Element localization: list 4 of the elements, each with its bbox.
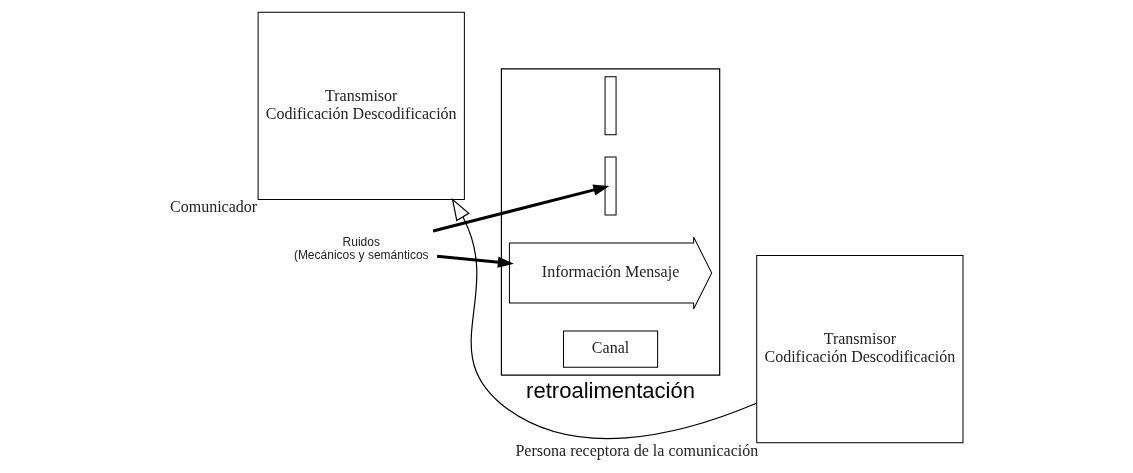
node-label: Comunicador — [170, 198, 258, 216]
edge-label: retroalimentación — [526, 377, 695, 403]
node-text: Ruidos (Mecánicos y semánticos — [293, 234, 429, 262]
node-label: Persona receptora de la comunicación — [515, 441, 759, 459]
